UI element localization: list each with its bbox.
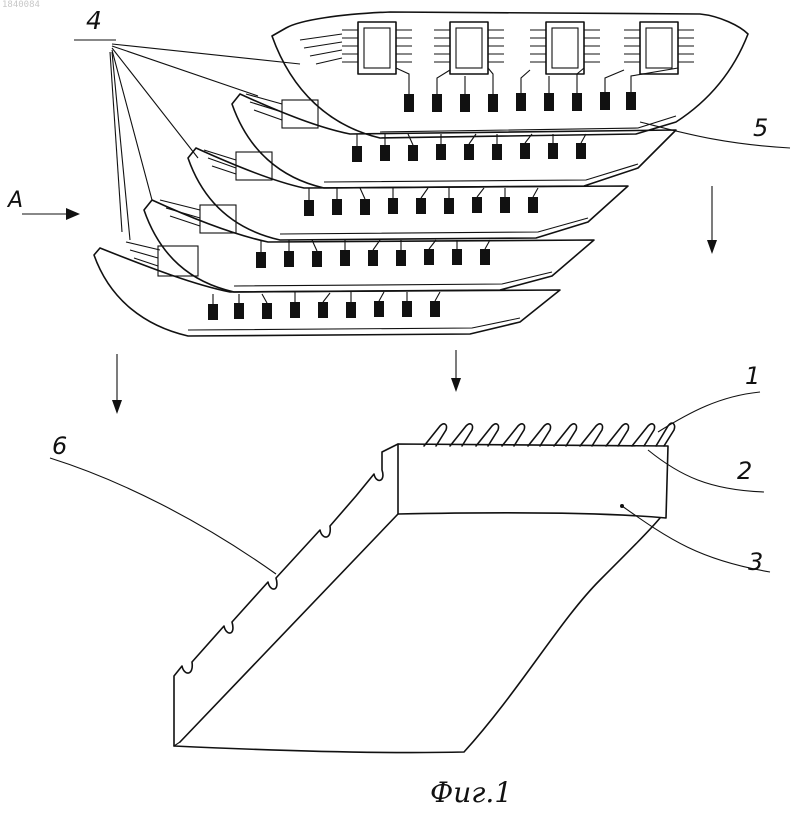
figure-caption: Фиг.1 xyxy=(430,776,512,809)
leader-lines-lower xyxy=(50,392,770,574)
lead-pins xyxy=(424,423,675,446)
label-6: 6 xyxy=(52,432,67,460)
view-label-a: A xyxy=(8,188,23,213)
label-2: 2 xyxy=(737,457,752,485)
contact-pads-2 xyxy=(256,249,490,268)
label-5: 5 xyxy=(753,114,768,142)
view-arrow-a xyxy=(22,208,80,220)
contact-pads-3 xyxy=(304,197,538,216)
contact-pads-1 xyxy=(208,301,440,320)
label-4: 4 xyxy=(86,6,102,35)
contact-pads-5 xyxy=(404,92,636,112)
direction-arrows xyxy=(112,186,717,414)
board-layer-3 xyxy=(188,148,628,240)
leader-lines-4 xyxy=(74,40,300,240)
board-layer-5 xyxy=(272,12,748,138)
contact-pads-4 xyxy=(352,143,586,162)
assembled-block xyxy=(174,423,675,753)
board-layer-1 xyxy=(94,242,560,336)
label-1: 1 xyxy=(745,362,760,390)
label-3: 3 xyxy=(748,548,763,576)
board-stack xyxy=(94,12,748,336)
